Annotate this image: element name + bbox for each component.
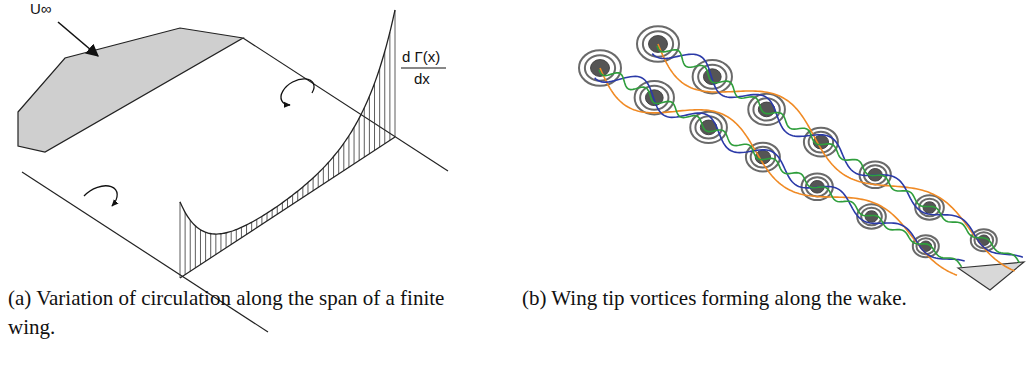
- fraction-bar: [401, 68, 446, 69]
- hatch-line: [338, 150, 339, 174]
- hatch-line: [195, 226, 196, 268]
- wing-planform: [18, 28, 243, 152]
- vortex-ring: [915, 195, 944, 219]
- hatch-line: [251, 222, 252, 231]
- hatch-line: [359, 118, 360, 160]
- hatch-line: [282, 203, 283, 211]
- hatch-line: [231, 231, 232, 244]
- hatch-line: [185, 212, 186, 274]
- hatch-line: [200, 230, 201, 265]
- hatch-line: [236, 230, 237, 242]
- label-box: (a) Variation of circulation along the s…: [8, 284, 478, 342]
- hatch-line: [226, 233, 227, 248]
- hatch-line: [333, 157, 334, 178]
- vortex-ring: [857, 204, 886, 228]
- hatch-line: [287, 199, 288, 208]
- vortex-ring-line: [635, 81, 674, 114]
- helix-line: [652, 54, 1023, 258]
- hatch-line: [215, 234, 216, 254]
- helix-line: [599, 70, 961, 267]
- hatch-line: [369, 96, 370, 153]
- hatch-line: [302, 187, 303, 198]
- hatch-line: [343, 143, 344, 170]
- hatch-line: [374, 83, 375, 150]
- hatch-line: [379, 68, 380, 147]
- derivative-denominator: dx: [414, 70, 430, 87]
- hatch-line: [364, 108, 365, 157]
- helix-lines: [595, 44, 1023, 275]
- freestream-arrow: [58, 22, 98, 56]
- hatch-line: [348, 136, 349, 168]
- vortex-ring-line: [915, 195, 944, 219]
- circulation-curve: [180, 10, 395, 234]
- hatch-line: [389, 32, 390, 140]
- hatch-line: [297, 191, 298, 201]
- hatch-line: [210, 234, 211, 258]
- wing-panel: [18, 10, 448, 332]
- hatch-line: [205, 232, 206, 261]
- label-box: d Γ(x): [402, 48, 440, 65]
- hatch-line: [241, 227, 242, 237]
- hatch-line: [323, 168, 324, 184]
- vortex-core: [813, 135, 828, 149]
- hatch-line: [180, 202, 181, 278]
- hatch-line: [354, 127, 355, 163]
- hatch-line: [395, 10, 396, 137]
- hatch-line: [220, 234, 221, 251]
- vortex-ring-line: [698, 65, 726, 89]
- hatch-line: [318, 173, 319, 187]
- wing-outline: [958, 262, 1024, 290]
- hatch-line: [384, 52, 385, 144]
- derivative-numerator: d Γ(x): [402, 48, 440, 65]
- spacer: [55, 53, 100, 62]
- hatch-line: [328, 162, 329, 180]
- hatch-line: [267, 213, 268, 221]
- tip-line: [243, 38, 448, 171]
- hatch-line: [292, 195, 293, 204]
- helix-line: [657, 46, 1020, 263]
- hatch-line: [272, 210, 273, 218]
- span-axis: [180, 137, 395, 278]
- circulation-hatching: [180, 10, 395, 278]
- hatch-line: [190, 220, 191, 271]
- rotation-arrow: [281, 79, 314, 105]
- vortex-ring: [635, 81, 674, 114]
- vortex-panel: [579, 26, 1024, 290]
- hatch-line: [313, 178, 314, 191]
- subfigure-caption: (b) Wing tip vortices forming along the …: [522, 284, 907, 313]
- vortex-ring-line: [753, 98, 779, 120]
- hatch-line: [256, 219, 257, 227]
- hatch-line: [261, 216, 262, 224]
- label-box: U∞: [30, 0, 52, 17]
- vortex-rings: [579, 26, 997, 257]
- rotation-arrow: [84, 186, 117, 206]
- subfigure-caption: (a) Variation of circulation along the s…: [8, 284, 478, 342]
- label-box: dx: [414, 70, 430, 87]
- hatch-line: [307, 182, 308, 194]
- label-box: (b) Wing tip vortices forming along the …: [522, 284, 1017, 313]
- hatch-line: [277, 206, 278, 214]
- vortex-ring-line: [857, 204, 886, 228]
- vortex-ring-line: [640, 86, 668, 110]
- hatch-line: [246, 225, 247, 234]
- freestream-label: U∞: [30, 0, 52, 17]
